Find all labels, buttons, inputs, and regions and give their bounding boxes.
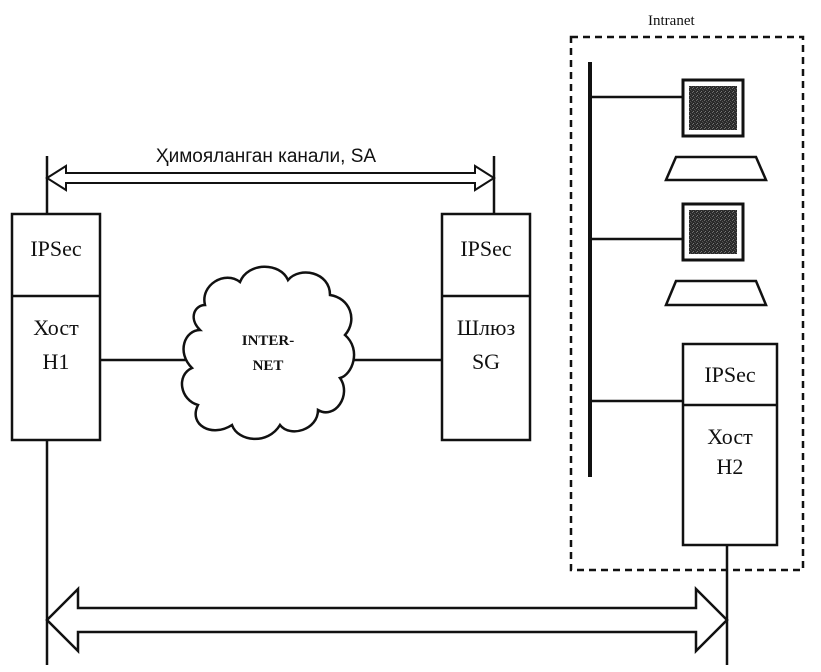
host-h2-protocol: IPSec bbox=[704, 362, 756, 387]
sa-double-arrow bbox=[45, 164, 496, 192]
intranet-zone: Intranet bbox=[569, 13, 805, 572]
computer-icon bbox=[664, 78, 768, 182]
monitor-screen-1 bbox=[689, 86, 737, 130]
host-h2-box bbox=[681, 342, 779, 547]
end-to-end-double-arrow bbox=[45, 585, 729, 655]
gateway-sg-protocol: IPSec bbox=[460, 236, 512, 261]
computer-icon bbox=[664, 202, 768, 307]
secure-channel-arrow: Ҳимояланган канали, SA bbox=[45, 146, 496, 192]
monitor-screen-2 bbox=[689, 210, 737, 254]
secure-channel-label: Ҳимояланган канали, SA bbox=[156, 146, 376, 167]
keyboard-1 bbox=[664, 155, 768, 182]
gateway-sg-id: SG bbox=[472, 349, 500, 374]
host-h2-id: H2 bbox=[717, 454, 744, 479]
host-h1-protocol: IPSec bbox=[30, 236, 82, 261]
intranet-boundary bbox=[569, 35, 805, 572]
keyboard-2 bbox=[664, 279, 768, 307]
intranet-label: Intranet bbox=[648, 13, 695, 29]
host-h1: IPSec Хост H1 bbox=[10, 212, 102, 442]
host-h1-id: H1 bbox=[43, 349, 70, 374]
cloud-icon: INTER- NET bbox=[180, 265, 356, 441]
gateway-sg-name: Шлюз bbox=[457, 315, 515, 340]
internet-label-line1: INTER- bbox=[242, 333, 295, 349]
host-h1-name: Хост bbox=[33, 315, 79, 340]
internet-cloud bbox=[180, 265, 356, 441]
internet-label-line2: NET bbox=[253, 358, 284, 374]
host-h2: IPSec Хост H2 bbox=[681, 342, 779, 547]
host-h2-name: Хост bbox=[707, 424, 753, 449]
gateway-sg: IPSec Шлюз SG bbox=[440, 212, 532, 442]
host-h1-box bbox=[10, 212, 102, 442]
gateway-sg-box bbox=[440, 212, 532, 442]
